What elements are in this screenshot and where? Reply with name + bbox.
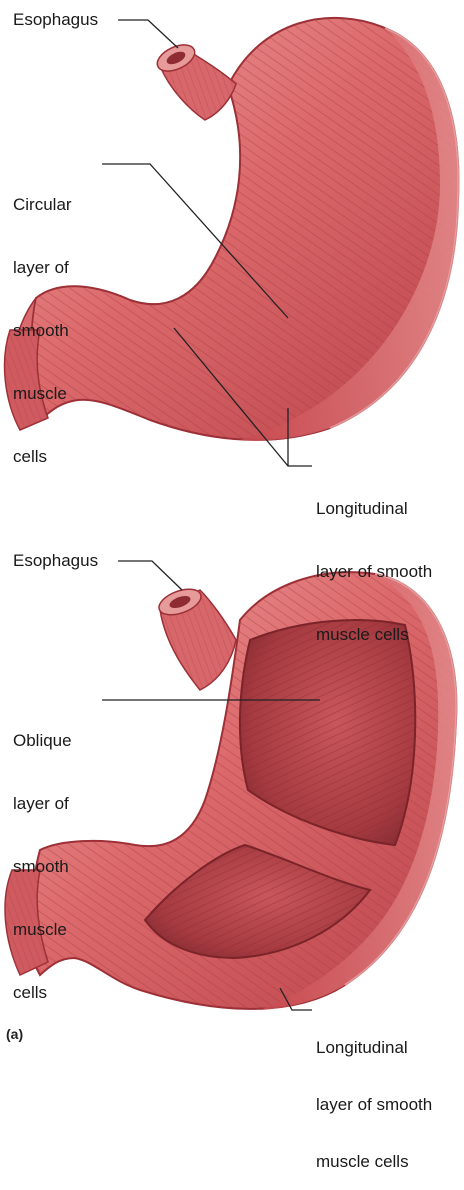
- panel-label: (a): [6, 1026, 23, 1042]
- top-longitudinal-label: Longitudinal layer of smooth muscle cell…: [316, 456, 432, 666]
- top-stomach-illustration: [5, 18, 459, 441]
- bottom-oblique-line-5: cells: [13, 982, 72, 1003]
- bottom-oblique-line-4: muscle: [13, 919, 72, 940]
- bottom-oblique-label: Oblique layer of smooth muscle cells: [13, 688, 72, 1024]
- top-circular-label: Circular layer of smooth muscle cells: [13, 152, 72, 488]
- top-circular-line-4: muscle: [13, 383, 72, 404]
- bottom-longitudinal-line-3: muscle cells: [316, 1152, 432, 1171]
- bottom-esophagus-label: Esophagus: [13, 550, 98, 571]
- top-esophagus-label: Esophagus: [13, 9, 98, 30]
- top-circular-line-5: cells: [13, 446, 72, 467]
- top-circular-line-1: Circular: [13, 194, 72, 215]
- bottom-oblique-line-2: layer of: [13, 793, 72, 814]
- bottom-longitudinal-label: Longitudinal layer of smooth muscle cell…: [316, 1000, 432, 1190]
- top-longitudinal-line-2: layer of smooth: [316, 561, 432, 582]
- top-longitudinal-line-3: muscle cells: [316, 624, 432, 645]
- top-esophagus-leader: [118, 20, 178, 48]
- bottom-esophagus-leader: [118, 561, 182, 590]
- top-circular-line-3: smooth: [13, 320, 72, 341]
- bottom-longitudinal-line-1: Longitudinal: [316, 1038, 432, 1057]
- top-longitudinal-line-1: Longitudinal: [316, 498, 432, 519]
- bottom-oblique-line-1: Oblique: [13, 730, 72, 751]
- bottom-longitudinal-line-2: layer of smooth: [316, 1095, 432, 1114]
- top-circular-line-2: layer of: [13, 257, 72, 278]
- bottom-oblique-line-3: smooth: [13, 856, 72, 877]
